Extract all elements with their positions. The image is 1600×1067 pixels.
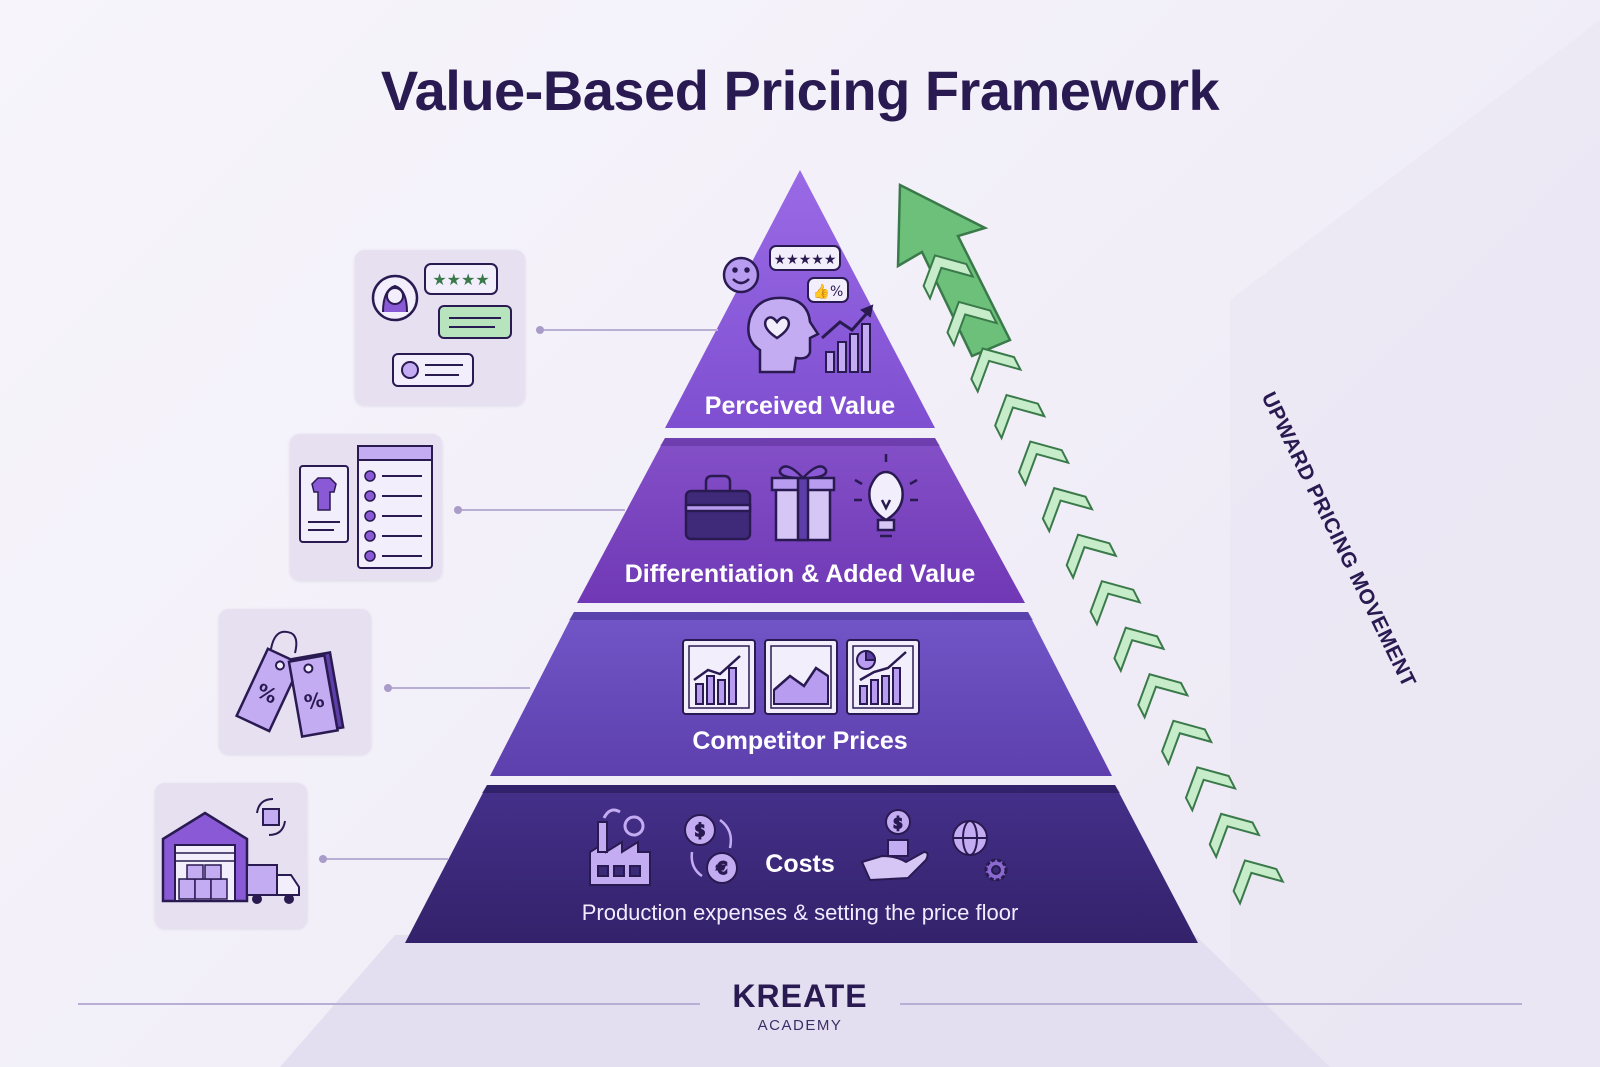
briefcase-icon	[684, 474, 752, 541]
hand-money-icon: $	[860, 809, 929, 882]
arrow-chevron	[1184, 766, 1237, 813]
arrow-chevron	[970, 347, 1023, 394]
rating-stars-icon: ★★★★★	[769, 245, 841, 271]
arrow-chevron	[1041, 486, 1094, 534]
svg-text:★★★★★: ★★★★★	[774, 252, 837, 268]
svg-text:$: $	[893, 814, 903, 832]
svg-text:%: %	[302, 687, 326, 714]
line-bar-chart-icon	[682, 639, 756, 715]
brand-sub: ACADEMY	[757, 1017, 843, 1034]
level-sublabel-costs: Production expenses & setting the price …	[581, 900, 1019, 925]
card-warehouse-truck	[155, 783, 307, 928]
smile-icon	[722, 256, 760, 294]
currency-coins-icon: $ €	[684, 814, 738, 884]
card-customer-reviews: ★★★★	[355, 250, 525, 405]
svg-text:$: $	[695, 821, 706, 841]
arrow-chevron	[994, 393, 1047, 441]
customer-reviews-icon: ★★★★	[371, 263, 512, 387]
arrow-chevron	[946, 300, 999, 348]
arrow-chevron	[1017, 440, 1071, 488]
arrow-chevron	[1089, 579, 1142, 627]
card-discount-tags: % %	[219, 609, 371, 754]
arrow-chevron	[1065, 533, 1118, 581]
thumbs-up-percent-icon: 👍%	[807, 277, 849, 303]
level-label-costs: Costs	[765, 850, 835, 878]
card-product-checklist	[290, 434, 442, 580]
warehouse-truck-icon	[161, 798, 300, 904]
arrow-chevron	[1137, 673, 1190, 720]
level-perceived-value	[665, 170, 935, 428]
discount-tags-icon: % %	[234, 630, 345, 739]
growth-chart-icon	[821, 304, 874, 373]
gift-icon	[770, 465, 836, 542]
globe-gear-icon	[952, 820, 1008, 882]
level-label-differentiation: Differentiation & Added Value	[624, 560, 976, 588]
arrow-chevron	[1161, 719, 1214, 767]
svg-text:👍%: 👍%	[813, 283, 844, 300]
arrow-chevron	[1232, 859, 1285, 906]
page-title: Value-Based Pricing Framework	[380, 59, 1220, 122]
head-heart-icon	[747, 296, 820, 374]
svg-text:€: €	[717, 859, 728, 879]
product-checklist-icon	[299, 445, 433, 569]
arrow-chevron	[922, 254, 975, 301]
level-label-competitor-prices: Competitor Prices	[692, 727, 908, 755]
factory-icon	[589, 808, 651, 886]
arrow-chevron	[1208, 812, 1261, 860]
brand-name: KREATE	[732, 978, 868, 1014]
connector-lines	[323, 329, 718, 860]
lightbulb-icon	[854, 454, 918, 538]
svg-text:★★★★: ★★★★	[432, 270, 489, 289]
arrow-chevrons	[922, 254, 1285, 906]
area-chart-icon	[764, 639, 838, 715]
pie-bar-chart-icon	[846, 639, 920, 715]
arrow-chevron	[1113, 626, 1166, 674]
level-label-perceived-value: Perceived Value	[704, 392, 896, 420]
